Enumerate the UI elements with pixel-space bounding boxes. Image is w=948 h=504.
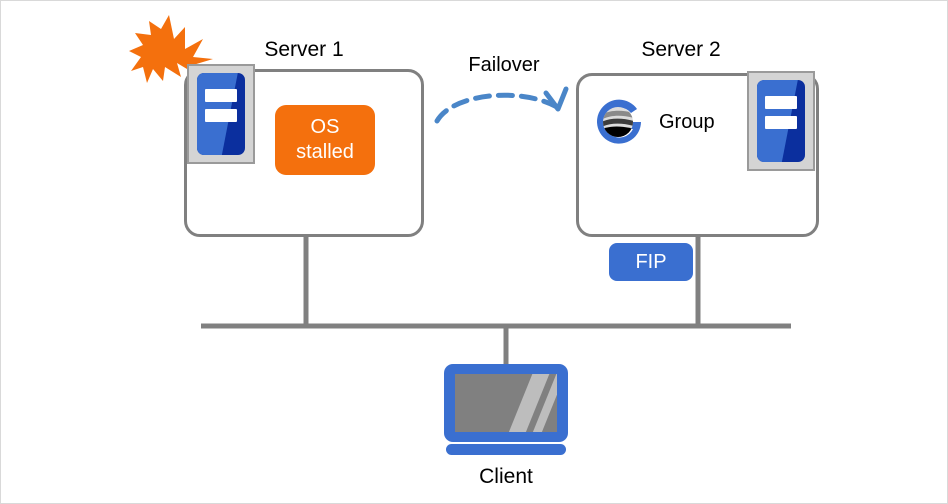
failover-arrowhead-icon: [543, 86, 569, 112]
failover-arrow-path: [434, 92, 560, 124]
fip-badge: FIP: [609, 243, 693, 281]
group-globe-g-icon: [597, 99, 641, 144]
monitor-screen: [455, 374, 557, 432]
client-title: Client: [479, 465, 533, 488]
server-rack-icon: [747, 71, 815, 171]
monitor-icon: [444, 364, 568, 456]
os-stalled-line2: stalled: [296, 141, 354, 163]
monitor-frame: [444, 364, 568, 442]
server2-title: Server 2: [641, 38, 721, 61]
failover-label: Failover: [468, 54, 540, 76]
server-rack-icon: [187, 64, 255, 164]
os-stalled-line1: OS: [310, 116, 340, 138]
server1-title: Server 1: [264, 38, 344, 61]
group-label: Group: [659, 111, 715, 133]
monitor-base: [446, 444, 566, 455]
status-badge-os-stalled: OS stalled: [275, 105, 375, 175]
